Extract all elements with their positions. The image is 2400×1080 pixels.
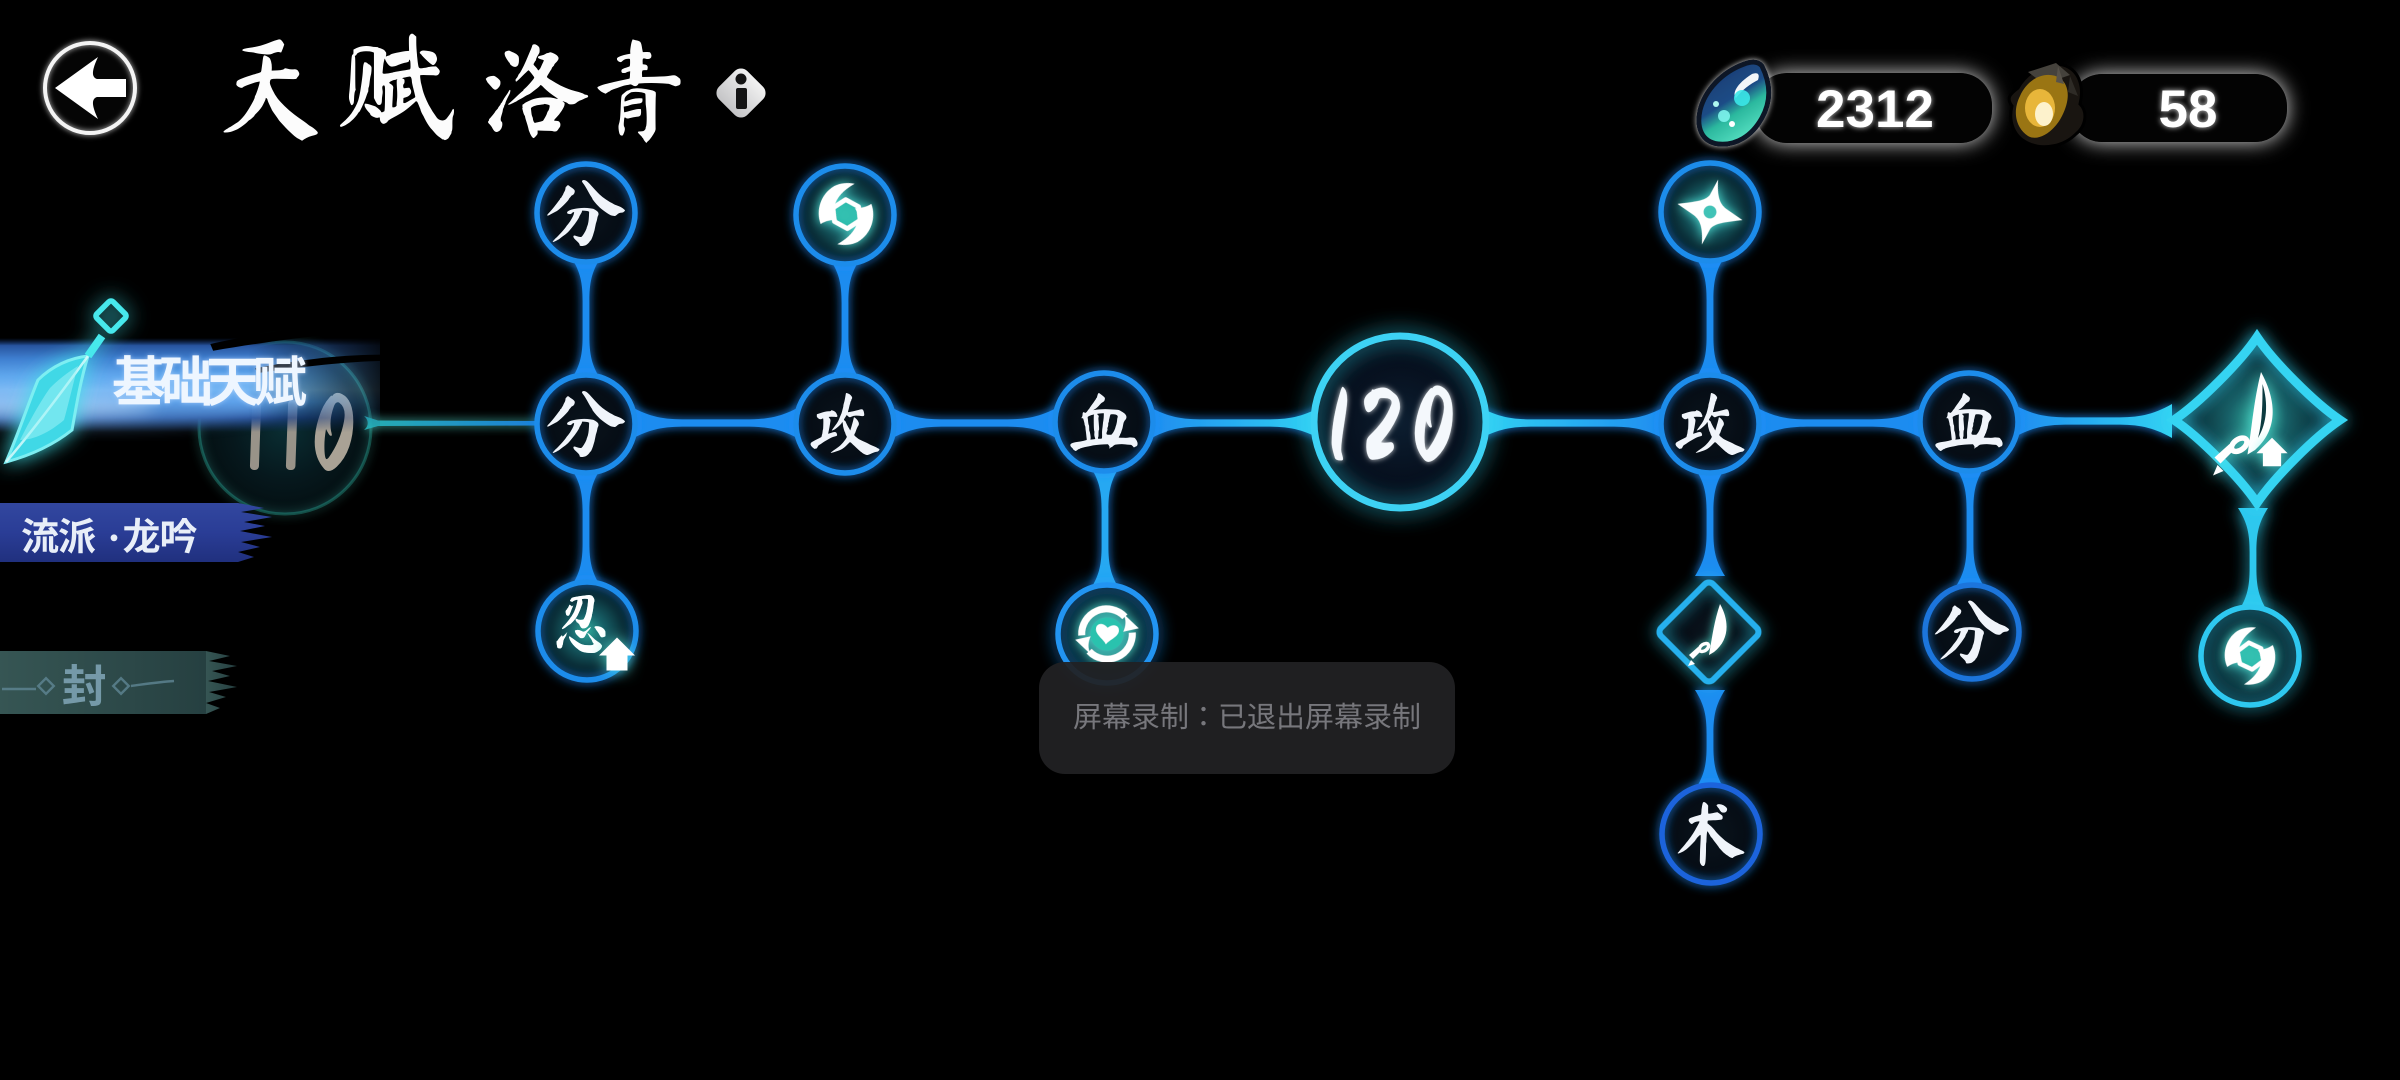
svg-text:58: 58 (2159, 80, 2218, 139)
svg-text:2312: 2312 (1816, 80, 1934, 139)
